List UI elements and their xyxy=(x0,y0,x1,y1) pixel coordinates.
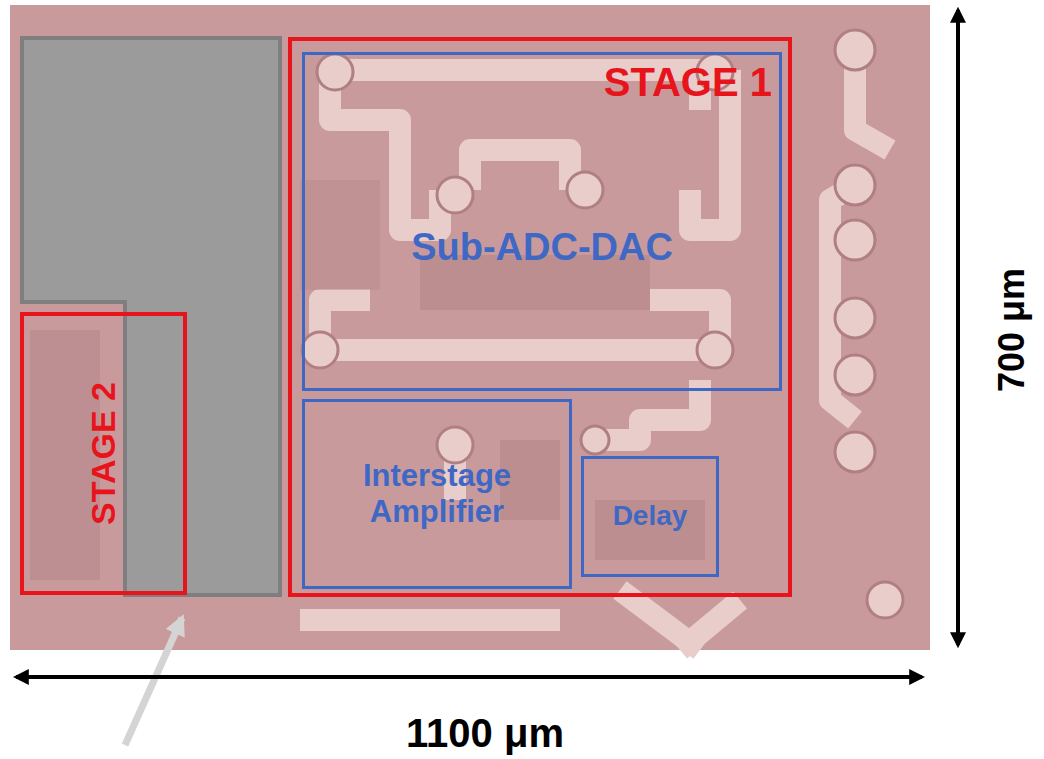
block-label: Interstage Amplifier xyxy=(314,458,560,529)
via-pads xyxy=(302,30,903,618)
stage-box: STAGE 1 Sub-ADC-DAC Interstage AmplifierDe… xyxy=(288,37,792,597)
metal-traces xyxy=(300,50,890,650)
dimension-label: 1100 μm xyxy=(406,713,564,753)
block-box: Delay xyxy=(581,456,719,577)
block-label: STAGE 2 xyxy=(84,382,123,525)
block-box: Sub-ADC-DAC xyxy=(302,52,782,391)
height-dimension xyxy=(956,10,960,645)
pointer-arrow xyxy=(125,618,182,745)
die-background xyxy=(10,5,930,650)
masked-region xyxy=(22,38,280,595)
stage-box: STAGE 2 xyxy=(20,312,187,595)
width-dimension xyxy=(16,675,922,679)
dimension-label: 700 μm xyxy=(994,268,1030,392)
block-label: Sub-ADC-DAC xyxy=(411,226,673,270)
block-label: Delay xyxy=(613,500,688,532)
block-label: STAGE 1 xyxy=(604,59,772,105)
block-box: Interstage Amplifier xyxy=(302,399,572,589)
